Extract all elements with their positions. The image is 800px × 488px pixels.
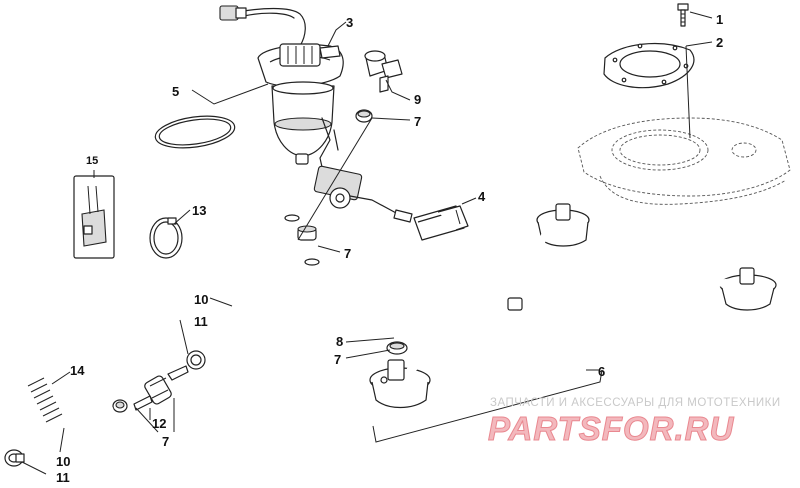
watermark: ЗАПЧАСТИ И АКСЕССУАРЫ ДЛЯ МОТОТЕХНИКИ PA… [488, 397, 781, 448]
part-14-protective-sleeve [24, 372, 63, 436]
callout-4: 4 [478, 189, 486, 204]
part-8-hose [304, 250, 403, 337]
callout-10-b: 10 [56, 454, 70, 469]
leader-lines [21, 11, 713, 475]
part-12-fuel-filter [133, 365, 189, 411]
callout-11-a: 11 [194, 314, 208, 329]
part-7-clamp-4 [112, 399, 128, 413]
part-10-hose-lower [22, 404, 114, 456]
callout-3: 3 [346, 15, 353, 30]
part-1-screw [677, 3, 689, 27]
callout-5: 5 [172, 84, 179, 99]
part-5-o-ring [154, 115, 236, 149]
part-15-relay [73, 175, 115, 259]
part-6-crossover-assembly [369, 203, 777, 443]
part-9-elbow-fitting [364, 50, 403, 93]
callout-12: 12 [152, 416, 166, 431]
callout-2: 2 [716, 35, 723, 50]
part-11-clamp-lower [4, 449, 25, 467]
callout-9: 9 [414, 92, 421, 107]
callout-7-d: 7 [162, 434, 169, 449]
callout-6: 6 [598, 364, 605, 379]
callout-8: 8 [336, 334, 343, 349]
part-13-hose-clamp [149, 217, 183, 259]
fuel-tank-outline [577, 117, 791, 205]
callout-15: 15 [86, 155, 98, 167]
part-7-clamp-2 [297, 225, 317, 241]
callout-1: 1 [716, 12, 723, 27]
callout-11-b: 11 [56, 470, 70, 485]
callout-7-c: 7 [334, 352, 341, 367]
part-2-gasket [603, 43, 695, 89]
callout-7-b: 7 [344, 246, 351, 261]
part-11-clamp-upper [186, 350, 206, 370]
callout-14: 14 [70, 363, 85, 378]
part-7-clamp-1 [355, 109, 373, 123]
watermark-tagline: ЗАПЧАСТИ И АКСЕССУАРЫ ДЛЯ МОТОТЕХНИКИ [490, 397, 781, 409]
part-4-connector [413, 205, 469, 241]
part-3-fuel-pump-assembly [219, 5, 413, 223]
watermark-brand: PARTSFOR.RU [488, 410, 734, 447]
callout-10-a: 10 [194, 292, 208, 307]
part-10-hose-upper [207, 211, 300, 357]
callouts: 1 2 3 4 5 6 7 7 7 7 8 9 10 10 11 11 12 1… [56, 12, 723, 485]
callout-13: 13 [192, 203, 206, 218]
part-7-clamp-3 [386, 341, 408, 355]
callout-7-a: 7 [414, 114, 421, 129]
